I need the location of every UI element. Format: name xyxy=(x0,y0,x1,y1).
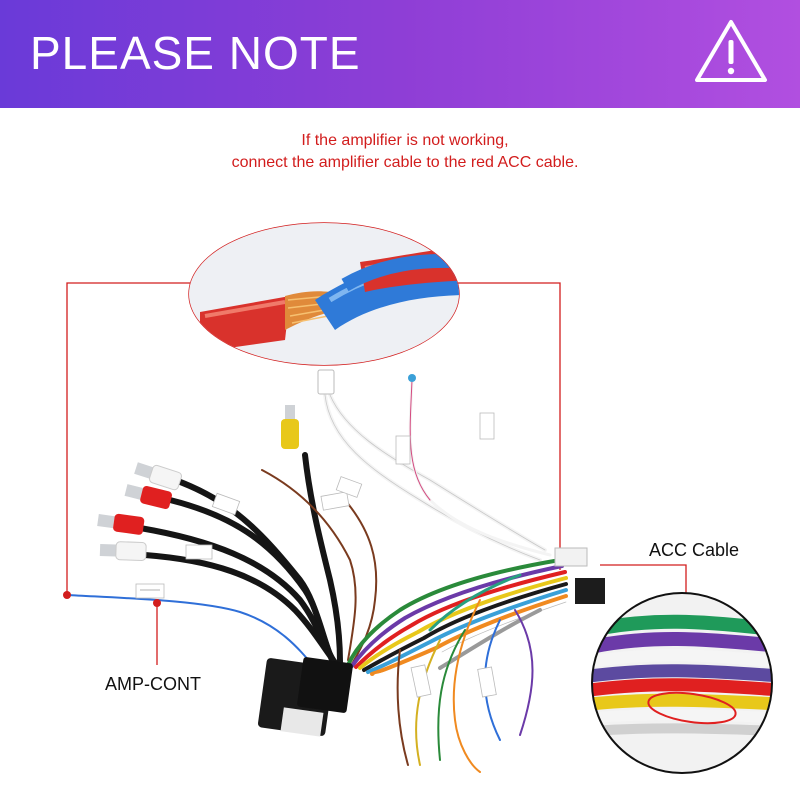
magnified-splice-view xyxy=(188,222,460,366)
rca-connectors xyxy=(97,369,416,561)
note-line-1: If the amplifier is not working, xyxy=(301,132,509,149)
warning-triangle-icon xyxy=(695,20,767,82)
header-banner: PLEASE NOTE xyxy=(0,0,800,108)
amp-cont-wire xyxy=(63,583,316,669)
amplifier-note: If the amplifier is not working, connect… xyxy=(150,130,660,174)
note-line-2: connect the amplifier cable to the red A… xyxy=(231,154,579,171)
banner-title: PLEASE NOTE xyxy=(30,27,361,79)
harness-connectors xyxy=(257,547,605,737)
acc-cable-label: ACC Cable xyxy=(649,540,740,560)
magnified-acc-view xyxy=(591,592,773,774)
callout-lines xyxy=(66,282,687,665)
amp-cont-label: AMP-CONT xyxy=(105,674,201,694)
wiring-harness xyxy=(137,378,568,773)
cable-tags xyxy=(185,412,497,698)
